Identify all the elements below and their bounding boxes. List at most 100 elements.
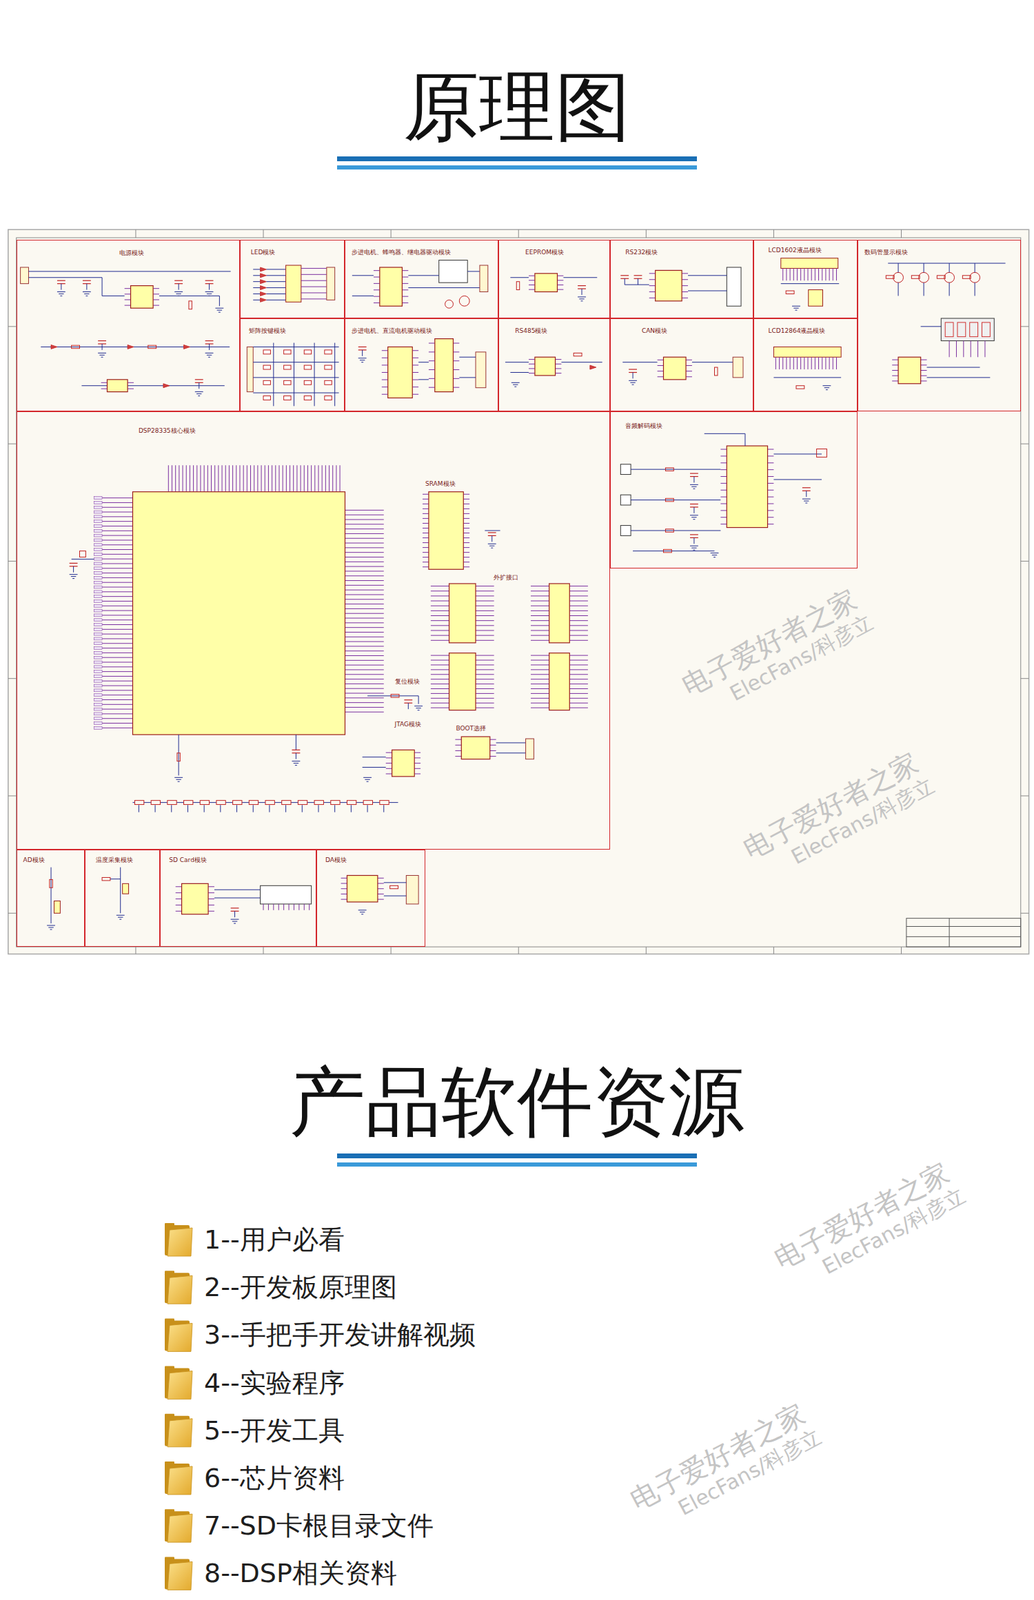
wire	[334, 805, 336, 813]
wire	[266, 299, 286, 301]
zone-tick	[390, 947, 392, 955]
pin-line	[720, 449, 727, 451]
resistor-symbol	[665, 498, 674, 502]
pin-line	[102, 681, 133, 682]
ground-symbol	[514, 386, 517, 388]
wire	[102, 277, 103, 297]
ic-chip	[534, 273, 558, 293]
pin-line	[175, 898, 182, 900]
pin-line	[328, 465, 330, 492]
key-switch	[284, 365, 291, 370]
net-label	[93, 614, 103, 617]
module-title: 温度采集模块	[95, 856, 134, 864]
folder-icon	[167, 1275, 193, 1305]
pin-line	[377, 878, 384, 879]
wire	[704, 433, 746, 435]
pin-line	[102, 605, 133, 607]
pin-line	[189, 465, 191, 492]
zone-tick	[8, 795, 17, 797]
pin-line	[301, 286, 327, 288]
pin-line	[475, 683, 495, 685]
pin-line	[569, 620, 589, 622]
pin-line	[430, 707, 450, 709]
connector	[406, 875, 419, 904]
diode-symbol	[127, 344, 134, 349]
net-label	[93, 505, 103, 509]
pin-line	[530, 703, 550, 704]
pin-line	[335, 465, 337, 492]
pin-line	[377, 894, 384, 895]
pin-line	[208, 911, 215, 912]
pin-line	[649, 291, 656, 293]
key-switch	[263, 365, 271, 370]
pin-line	[569, 703, 589, 704]
ground-symbol	[712, 554, 717, 556]
pin-line	[344, 641, 384, 643]
pin-line	[296, 465, 298, 492]
module-box: LED模块	[239, 239, 346, 319]
pin-line	[102, 629, 133, 631]
capacitor-symbol	[358, 346, 367, 348]
lcd-header	[781, 258, 839, 269]
pin-line	[344, 599, 384, 600]
wire	[252, 281, 260, 282]
wire	[687, 290, 727, 292]
capacitor-symbol	[82, 280, 91, 282]
zone-tick	[8, 326, 17, 327]
wire	[252, 346, 339, 348]
pin-line	[414, 768, 421, 770]
pin-line	[401, 296, 409, 298]
wire	[624, 284, 650, 286]
audio-jack	[620, 464, 631, 475]
pin-line	[530, 688, 550, 690]
pin-line	[232, 465, 233, 492]
wire	[266, 287, 286, 289]
pin-line	[767, 497, 775, 498]
net-label	[93, 567, 103, 571]
zone-tick	[8, 913, 17, 915]
pin-line	[250, 465, 251, 492]
folder-icon	[167, 1323, 193, 1352]
ground-symbol	[358, 357, 367, 359]
resistor-symbol	[314, 801, 324, 806]
ground-symbol	[97, 352, 107, 354]
pin-line	[475, 655, 495, 657]
wire	[314, 343, 316, 407]
capacitor-symbol	[634, 275, 643, 276]
pin-line	[891, 380, 899, 382]
module-box: RS485模块	[498, 318, 611, 412]
pin-line	[344, 570, 384, 572]
wire	[252, 361, 339, 363]
pin-line	[430, 693, 450, 695]
folder-icon	[167, 1371, 193, 1401]
pin-line	[475, 674, 495, 675]
wire	[178, 284, 180, 291]
pin-line	[825, 357, 826, 370]
resistor-symbol	[177, 753, 180, 762]
ground-symbol	[116, 915, 125, 917]
pin-line	[767, 503, 775, 504]
resistor-symbol	[188, 301, 192, 310]
pin-line	[225, 465, 227, 492]
pin-line	[685, 365, 693, 367]
pin-line	[271, 465, 273, 492]
pin-line	[569, 674, 589, 675]
audio-jack	[620, 494, 631, 506]
pin-line	[217, 465, 219, 492]
pin-line	[422, 499, 429, 500]
pin-line	[430, 601, 450, 602]
wire	[266, 268, 286, 270]
ground-symbol	[824, 387, 830, 389]
pin-line	[767, 476, 775, 478]
pin-line	[528, 275, 535, 277]
pin-line	[102, 516, 133, 517]
pin-line	[386, 768, 393, 770]
pin-line	[153, 299, 160, 300]
pin-line	[569, 630, 589, 631]
pin-line	[102, 535, 133, 537]
pin-line	[463, 566, 470, 568]
module-title: DA模块	[325, 856, 347, 864]
pin-line	[463, 532, 470, 534]
pin-line	[307, 465, 309, 492]
pin-line	[720, 455, 727, 457]
